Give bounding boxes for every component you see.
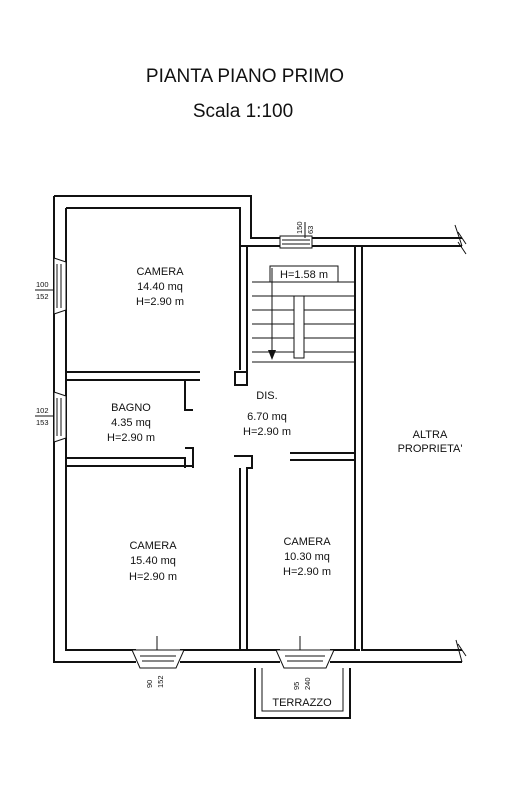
room-camera-bottom-left: CAMERA 15.40 mq H=2.90 m [129, 540, 177, 583]
plan-scale: Scala 1:100 [193, 101, 293, 122]
room-bagno: BAGNO 4.35 mq H=2.90 m [107, 402, 155, 444]
room-height: H=2.90 m [283, 566, 331, 578]
area-altra-proprieta: ALTRA PROPRIETA' [398, 429, 463, 455]
window-bottom-left: 90 152 [131, 636, 185, 688]
plan-title: PIANTA PIANO PRIMO [146, 66, 344, 87]
room-area: 4.35 mq [111, 417, 151, 429]
outer-walls [53, 195, 467, 663]
altra-line-2: PROPRIETA' [398, 443, 463, 455]
room-name: DIS. [256, 390, 277, 402]
window-2-height: 153 [36, 418, 49, 427]
interior-walls [66, 246, 355, 650]
window-4-height: 152 [156, 675, 165, 688]
window-top-stair: 150 63 [279, 221, 315, 249]
terrazzo-label: TERRAZZO [272, 697, 332, 709]
room-height: H=2.90 m [129, 571, 177, 583]
altra-line-1: ALTRA [413, 429, 448, 441]
room-dis: DIS. 6.70 mq H=2.90 m [243, 390, 291, 438]
room-area: 10.30 mq [284, 551, 330, 563]
window-1-width: 100 [36, 280, 49, 289]
window-3-width: 150 [295, 221, 304, 234]
room-height: H=2.90 m [107, 432, 155, 444]
terrazzo: TERRAZZO [254, 668, 351, 719]
window-4-width: 90 [145, 680, 154, 688]
stair-height-label: H=1.58 m [280, 269, 328, 281]
window-left-bagno: 102 153 [35, 391, 67, 443]
room-height: H=2.90 m [243, 426, 291, 438]
window-1-height: 152 [36, 292, 49, 301]
room-camera-bottom-right: CAMERA 10.30 mq H=2.90 m [283, 536, 331, 578]
room-name: CAMERA [129, 540, 177, 552]
room-name: CAMERA [136, 266, 184, 278]
room-area: 14.40 mq [137, 281, 183, 293]
window-left-top: 100 152 [35, 257, 67, 315]
room-area: 15.40 mq [130, 555, 176, 567]
window-3-height: 63 [306, 226, 315, 234]
staircase: H=1.58 m [252, 265, 355, 360]
room-name: BAGNO [111, 402, 151, 414]
window-bottom-right: 95 240 [275, 636, 335, 690]
room-name: CAMERA [283, 536, 331, 548]
room-area: 6.70 mq [247, 411, 287, 423]
room-height: H=2.90 m [136, 296, 184, 308]
window-5-height: 240 [303, 677, 312, 690]
room-camera-top: CAMERA 14.40 mq H=2.90 m [136, 266, 184, 308]
window-2-width: 102 [36, 406, 49, 415]
window-5-width: 95 [292, 682, 301, 690]
